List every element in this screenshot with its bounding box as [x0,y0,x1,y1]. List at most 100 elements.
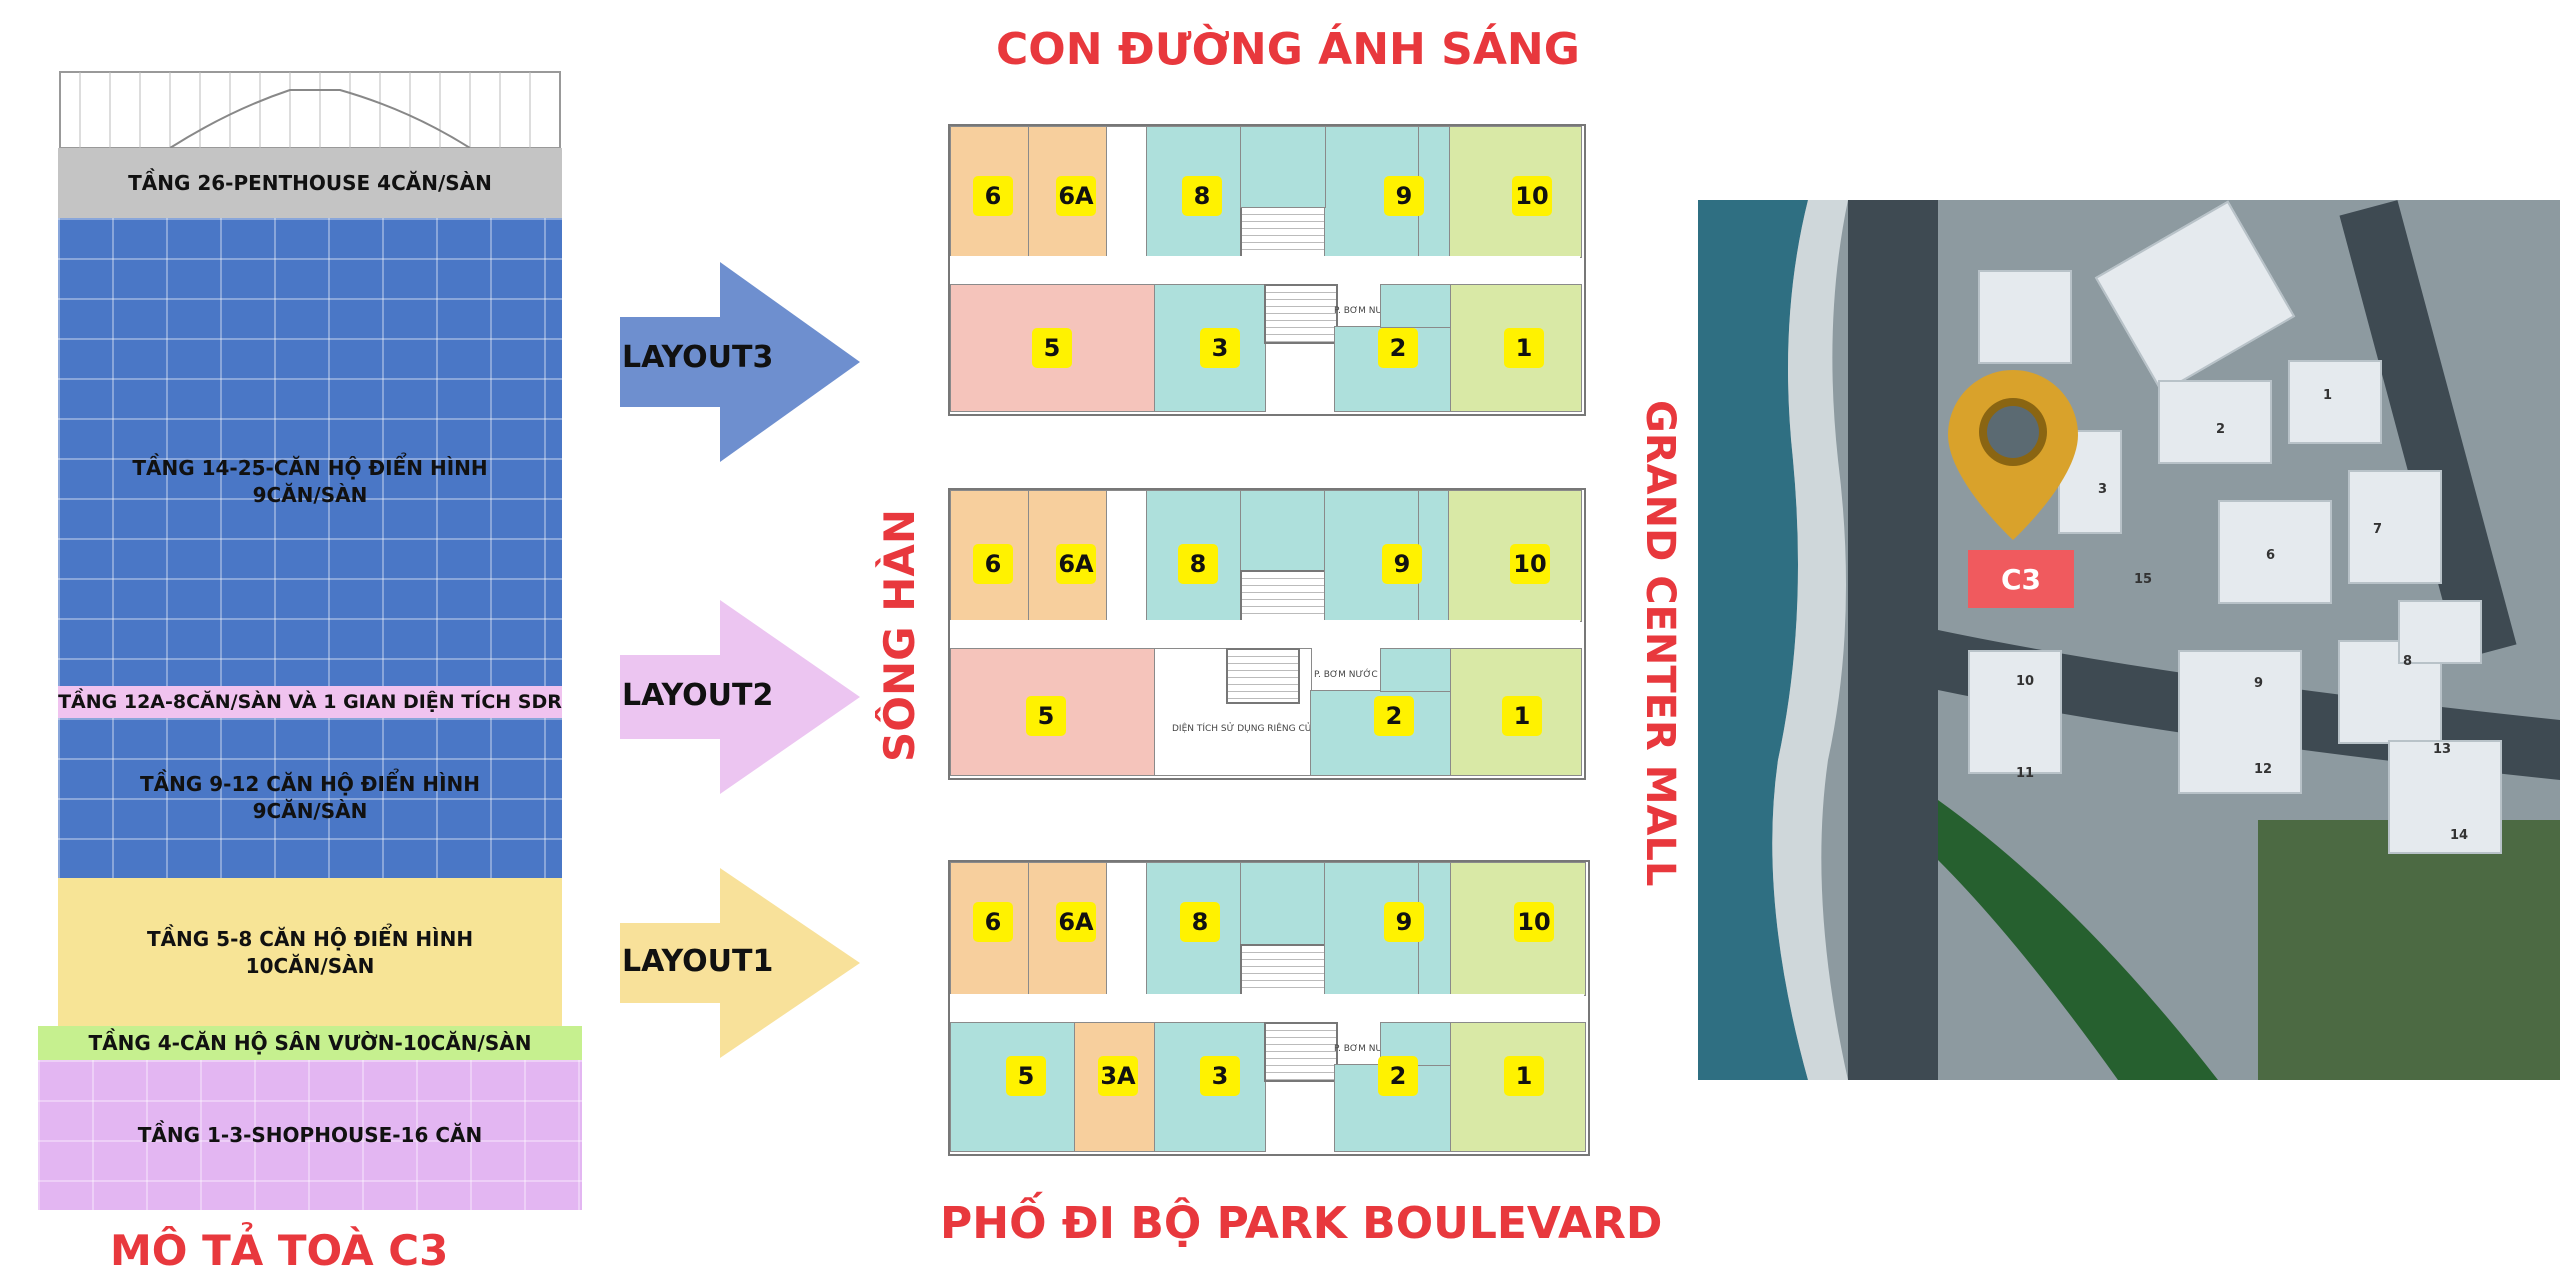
unit-badge: 10 [1512,176,1552,216]
tower-title: MÔ TẢ TOÀ C3 [110,1226,449,1275]
unit-badge: 3 [1200,328,1240,368]
map-building-number: 1 [2323,388,2333,403]
unit-badge: 5 [1032,328,1072,368]
pump-room-note: P. BƠM NƯỚC [1314,670,1378,680]
floor-band-garden: TẦNG 4-CĂN HỘ SÂN VƯỜN-10CĂN/SÀN [38,1026,582,1060]
site-map: 1 2 3 6 7 8 9 10 11 12 13 14 15 C3 [1698,200,2560,1080]
mall-title: GRAND CENTER MALL [1637,400,1683,887]
unit-9-ext [1418,490,1450,622]
unit-badge: 2 [1378,1056,1418,1096]
floor-band-sdr: TẦNG 12A-8CĂN/SÀN VÀ 1 GIAN DIỆN TÍCH SD… [58,686,562,718]
unit-badge: 6A [1056,544,1096,584]
unit-badge: 9 [1384,902,1424,942]
map-building [2398,600,2482,664]
stair-core [1264,1022,1338,1082]
unit-9-rear [1240,862,1326,946]
map-building-number: 12 [2254,762,2273,777]
map-building [2218,500,2332,604]
map-building [1968,650,2062,774]
unit-badge: 6A [1056,902,1096,942]
map-building-number: 11 [2016,766,2035,781]
c3-marker-label: C3 [2000,562,2042,596]
layout2-arrow [620,600,860,794]
map-building [2158,380,2272,464]
floor-plan-layout1: P. BƠM NƯỚC 6 6A 8 9 10 5 3A 3 2 1 [948,860,1590,1156]
map-building-number: 2 [2216,422,2226,437]
unit-badge: 2 [1374,696,1414,736]
layout3-arrow [620,262,860,462]
elevator-core [1240,944,1328,998]
corridor [950,620,1580,648]
location-pin-icon [1948,370,2078,540]
unit-badge: 3 [1200,1056,1240,1096]
map-building-number: 10 [2016,674,2035,689]
stair-area [1106,126,1148,258]
floor-band-penthouse: TẦNG 26-PENTHOUSE 4CĂN/SÀN [58,148,562,218]
unit-badge: 1 [1504,328,1544,368]
stair-core [1264,284,1338,344]
pump-room-note: P. BƠM NƯỚC [1334,306,1398,316]
stair-area [1106,862,1148,996]
floor-plan-layout2: DIỆN TÍCH SỬ DỤNG RIÊNG CỦA CĐT P. BƠM N… [948,488,1586,780]
map-building-number: 14 [2450,828,2469,843]
unit-3 [1154,284,1266,412]
floor-plan-layout3: P. BƠM NƯỚC 6 6A 8 9 10 5 3 2 1 [948,124,1586,416]
sdr-note: DIỆN TÍCH SỬ DỤNG RIÊNG CỦA CĐT [1172,724,1340,734]
map-building-number: 3 [2098,482,2108,497]
map-building [2388,740,2502,854]
c3-marker: C3 [1968,550,2074,608]
layout1-arrow [620,868,860,1058]
map-building [2178,650,2302,794]
stair-area [1106,490,1148,622]
map-building-number: 7 [2373,522,2383,537]
bottom-street-title: PHỐ ĐI BỘ PARK BOULEVARD [940,1198,1663,1249]
map-building-number: 6 [2266,548,2276,563]
unit-badge: 6 [973,544,1013,584]
unit-9-rear [1240,490,1326,572]
stair-core [1226,648,1300,704]
unit-badge: 5 [1006,1056,1046,1096]
roof-structure [59,71,561,149]
unit-badge: 1 [1504,1056,1544,1096]
map-building-number: 9 [2254,676,2264,691]
unit-badge: 10 [1510,544,1550,584]
map-building-number: 15 [2134,572,2153,587]
tower-elevation: TẦNG 26-PENTHOUSE 4CĂN/SÀN TẦNG 14-25-CĂ… [30,60,630,1220]
unit-badge: 8 [1178,544,1218,584]
map-building [1978,270,2072,364]
river-title: SÔNG HÀN [875,508,924,762]
unit-badge: 3A [1098,1056,1138,1096]
unit-badge: 6 [973,176,1013,216]
map-building [2288,360,2382,444]
elevator-core [1240,570,1328,624]
map-building [2348,470,2442,584]
layout1-label: LAYOUT1 [622,944,774,979]
unit-badge: 10 [1514,902,1554,942]
unit-2 [1334,326,1452,412]
corridor [950,994,1584,1022]
layout3-label: LAYOUT3 [622,340,774,375]
unit-2-upper [1380,284,1452,328]
map-building-number: 8 [2403,654,2413,669]
floor-band-shophouse: TẦNG 1-3-SHOPHOUSE-16 CĂN [38,1060,582,1210]
corridor [950,256,1580,284]
unit-badge: 8 [1182,176,1222,216]
unit-badge: 6A [1056,176,1096,216]
map-building-number: 13 [2433,742,2452,757]
pump-room-note: P. BƠM NƯỚC [1334,1044,1398,1054]
unit-badge: 9 [1384,176,1424,216]
unit-9-rear [1240,126,1326,208]
unit-badge: 2 [1378,328,1418,368]
unit-2-upper [1380,648,1452,692]
elevator-core [1240,206,1328,260]
layout2-label: LAYOUT2 [622,678,774,713]
unit-badge: 6 [973,902,1013,942]
unit-badge: 9 [1382,544,1422,584]
unit-badge: 1 [1502,696,1542,736]
unit-badge: 5 [1026,696,1066,736]
unit-badge: 8 [1180,902,1220,942]
top-street-title: CON ĐƯỜNG ÁNH SÁNG [996,24,1580,75]
